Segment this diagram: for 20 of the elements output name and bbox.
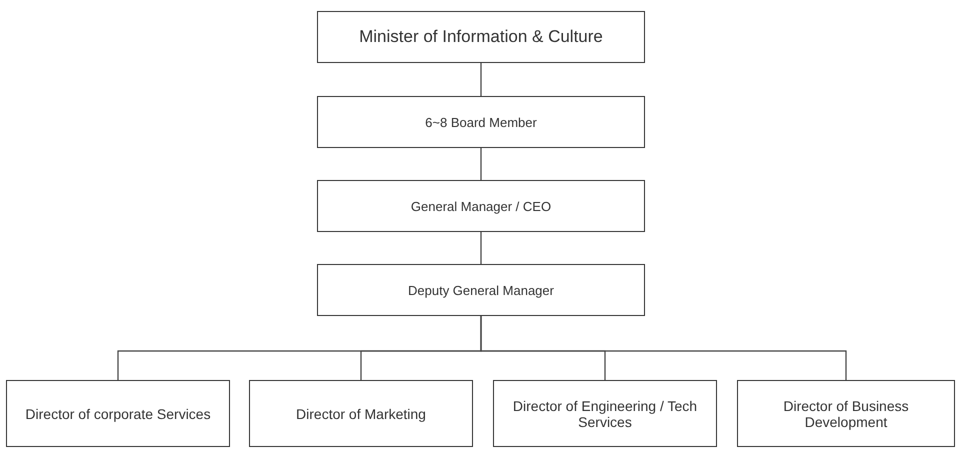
role-title: Director of Marketing [295, 406, 427, 422]
role-title: Director of corporate Services [24, 406, 212, 422]
org-box [6, 380, 230, 447]
role-title: Director of Business Development [782, 398, 910, 430]
connector-line [480, 63, 482, 96]
org-box [737, 380, 955, 447]
role-title: General Manager / CEO [410, 198, 552, 214]
org-box [317, 180, 645, 232]
connector-line [480, 148, 482, 180]
role-title: Minister of Information & Culture [358, 27, 604, 47]
connector-line [480, 316, 847, 380]
role-title: Deputy General Manager [407, 282, 555, 298]
org-box [249, 380, 473, 447]
org-box [317, 96, 645, 148]
org-box [493, 380, 717, 447]
org-box [317, 11, 645, 63]
role-title: Director of Engineering / Tech Services [512, 398, 698, 430]
role-title: 6~8 Board Member [424, 114, 538, 130]
org-box [317, 264, 645, 316]
connector-line [480, 232, 482, 264]
